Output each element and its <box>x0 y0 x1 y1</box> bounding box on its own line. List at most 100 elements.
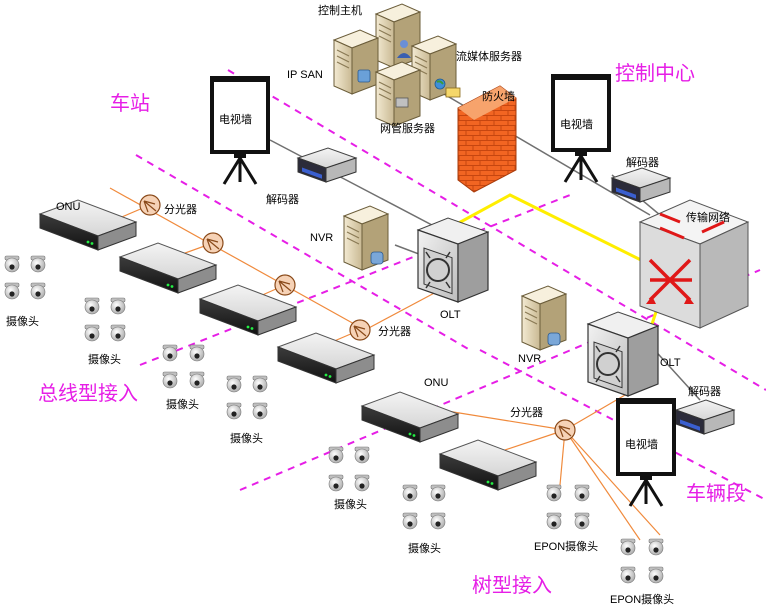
camera-label-bus-2: 摄像头 <box>88 352 121 366</box>
camera-group-bus-1 <box>4 255 46 300</box>
station-tv-wall <box>208 74 272 186</box>
control-center-servers <box>333 3 461 127</box>
network-mgmt-server <box>375 61 421 127</box>
camera-icon <box>162 371 178 389</box>
zone-vehicle-section: 车辆段 <box>686 482 746 505</box>
network-mgmt-server-label: 网管服务器 <box>380 121 435 135</box>
camera-label-tree-1: 摄像头 <box>334 497 367 511</box>
camera-icon <box>546 484 562 502</box>
camera-group-bus-3 <box>162 344 205 389</box>
camera-icon <box>648 566 664 584</box>
camera-icon <box>252 402 268 420</box>
divider-control-center <box>227 69 766 391</box>
globe-icon <box>434 78 446 90</box>
storage-icon <box>357 69 371 83</box>
station-decoder-label: 解码器 <box>266 192 299 206</box>
firewall-label: 防火墙 <box>482 89 515 103</box>
vehicle-tv-wall <box>614 396 678 508</box>
monitor-icon <box>395 97 409 108</box>
camera-icon <box>354 474 370 492</box>
control-decoder-label: 解码器 <box>626 155 659 169</box>
camera-label-bus-4: 摄像头 <box>230 431 263 445</box>
epon-camera-label-2: EPON摄像头 <box>610 592 674 606</box>
onu-bus-2 <box>119 242 217 294</box>
user-icon <box>397 40 411 58</box>
vehicle-nvr-label: NVR <box>518 353 541 365</box>
camera-icon <box>110 324 126 342</box>
zone-control-center: 控制中心 <box>615 62 695 85</box>
camera-label-bus-1: 摄像头 <box>6 314 39 328</box>
vehicle-olt-label: OLT <box>660 357 681 369</box>
camera-icon <box>84 297 100 315</box>
camera-icon <box>546 512 562 530</box>
camera-group-tree-1 <box>328 446 370 492</box>
vehicle-decoder-label: 解码器 <box>688 384 721 398</box>
station-decoder <box>297 147 357 183</box>
transport-network-switch <box>638 199 750 329</box>
camera-group-bus-2 <box>84 297 126 342</box>
camera-icon <box>189 344 205 362</box>
camera-icon <box>402 512 418 530</box>
streaming-server-label: 流媒体服务器 <box>456 49 522 63</box>
nvr-disk-icon <box>547 332 561 346</box>
splitter-bus-3 <box>274 274 296 296</box>
camera-icon <box>189 371 205 389</box>
onu-label-bus: ONU <box>56 201 81 213</box>
camera-icon <box>648 538 664 556</box>
ip-san-label: IP SAN <box>287 69 323 81</box>
splitter-tree-label: 分光器 <box>510 405 543 419</box>
control-tv-wall-label: 电视墙 <box>560 117 593 131</box>
onu-label-tree: ONU <box>424 377 449 389</box>
camera-icon <box>30 282 46 300</box>
camera-icon <box>354 446 370 464</box>
camera-icon <box>620 538 636 556</box>
zone-bus-access: 总线型接入 <box>38 382 138 405</box>
camera-icon <box>328 446 344 464</box>
nvr-disk-icon <box>370 251 384 265</box>
epon-camera-label-1: EPON摄像头 <box>534 539 598 553</box>
station-nvr-label: NVR <box>310 232 333 244</box>
station-olt <box>417 217 489 303</box>
camera-icon <box>226 375 242 393</box>
vehicle-tv-wall-label: 电视墙 <box>625 437 658 451</box>
camera-icon <box>4 282 20 300</box>
onu-tree-2 <box>439 439 537 491</box>
camera-icon <box>402 484 418 502</box>
camera-label-tree-2: 摄像头 <box>408 541 441 555</box>
camera-icon <box>620 566 636 584</box>
camera-group-epon-2 <box>620 538 664 584</box>
vehicle-decoder <box>675 399 735 435</box>
camera-icon <box>574 512 590 530</box>
camera-group-tree-2 <box>402 484 446 530</box>
network-icon <box>445 87 461 98</box>
camera-group-epon-1 <box>546 484 590 530</box>
station-olt-label: OLT <box>440 309 461 321</box>
transport-network-label: 传输网络 <box>686 210 730 224</box>
camera-icon <box>252 375 268 393</box>
camera-icon <box>84 324 100 342</box>
zone-tree-access: 树型接入 <box>472 574 552 597</box>
camera-group-bus-4 <box>226 375 268 420</box>
camera-icon <box>328 474 344 492</box>
camera-icon <box>162 344 178 362</box>
camera-icon <box>30 255 46 273</box>
ip-san-server <box>333 29 379 95</box>
camera-label-bus-3: 摄像头 <box>166 397 199 411</box>
onu-bus-1 <box>39 199 137 251</box>
camera-icon <box>110 297 126 315</box>
onu-tree-1 <box>361 391 459 443</box>
splitter-bus-1 <box>139 194 161 216</box>
camera-icon <box>430 512 446 530</box>
vehicle-olt <box>587 311 659 397</box>
camera-icon <box>574 484 590 502</box>
control-decoder <box>611 167 671 203</box>
station-tv-wall-label: 电视墙 <box>219 112 252 126</box>
splitter-bus-label-1: 分光器 <box>164 202 197 216</box>
splitter-bus-2 <box>202 232 224 254</box>
splitter-bus-4 <box>349 319 371 341</box>
splitter-bus-label-2: 分光器 <box>378 324 411 338</box>
camera-icon <box>226 402 242 420</box>
firewall-icon <box>457 85 517 193</box>
